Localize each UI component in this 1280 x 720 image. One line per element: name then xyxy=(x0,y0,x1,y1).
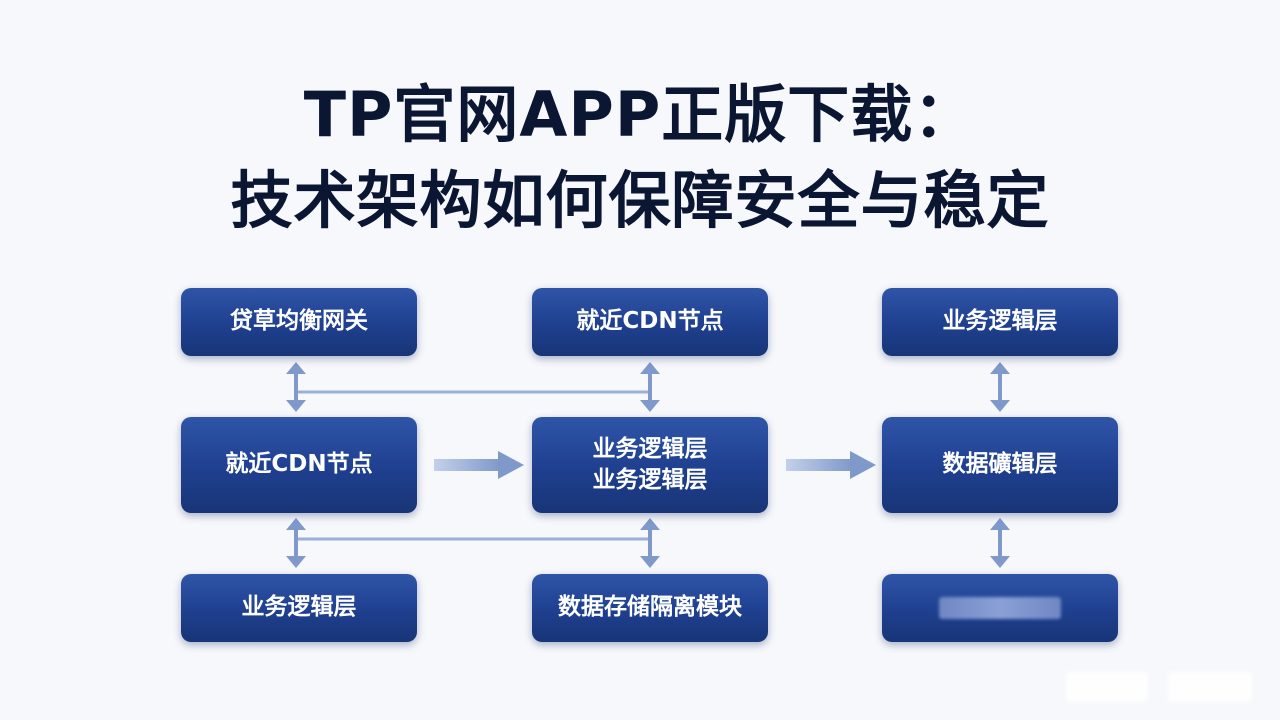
node-label: 就近CDN节点 xyxy=(576,308,724,335)
node-label-line-2: 业务逻辑层 xyxy=(592,467,708,493)
node-label: 业务逻辑层 xyxy=(241,594,357,621)
arrow-logic-to-data xyxy=(786,451,876,479)
node-cdn-top: 就近CDN节点 xyxy=(532,288,768,356)
node-label: 贷草均衡网关 xyxy=(230,308,368,335)
node-label: 就近CDN节点 xyxy=(225,451,373,478)
node-business-logic-middle: 业务逻辑层 业务逻辑层 xyxy=(532,417,768,513)
double-arrow-c2-bottom xyxy=(640,518,660,568)
double-arrow-c1-top xyxy=(286,362,306,412)
watermark-blur-1 xyxy=(1066,672,1148,702)
node-label: 业务逻辑层 xyxy=(942,308,1058,335)
double-arrow-c3-bottom xyxy=(990,518,1010,568)
node-label-line-1: 业务逻辑层 xyxy=(592,435,708,462)
double-arrow-c1-bottom xyxy=(286,518,306,568)
blurred-text-placeholder xyxy=(939,597,1061,619)
diagram-title-line-2: 技术架构如何保障安全与稳定 xyxy=(230,164,1050,237)
node-business-logic-bottom: 业务逻辑层 xyxy=(181,574,417,642)
node-load-balancer-gateway: 贷草均衡网关 xyxy=(181,288,417,356)
double-arrow-c2-top xyxy=(640,362,660,412)
arrow-cdn-to-logic xyxy=(434,451,524,479)
node-data-storage-isolation: 数据存储隔离模块 xyxy=(532,574,768,642)
node-business-logic-top: 业务逻辑层 xyxy=(882,288,1118,356)
node-blurred-bottom xyxy=(882,574,1118,642)
watermark-blur-2 xyxy=(1168,672,1252,702)
node-label: 数据存储隔离模块 xyxy=(558,594,742,621)
node-data-logic-middle: 数据礦辑层 xyxy=(882,417,1118,513)
node-label: 数据礦辑层 xyxy=(942,451,1058,478)
double-arrow-c3-top xyxy=(990,362,1010,412)
node-cdn-middle: 就近CDN节点 xyxy=(181,417,417,513)
diagram-title-line-1: TP官网APP正版下载： xyxy=(303,78,977,151)
